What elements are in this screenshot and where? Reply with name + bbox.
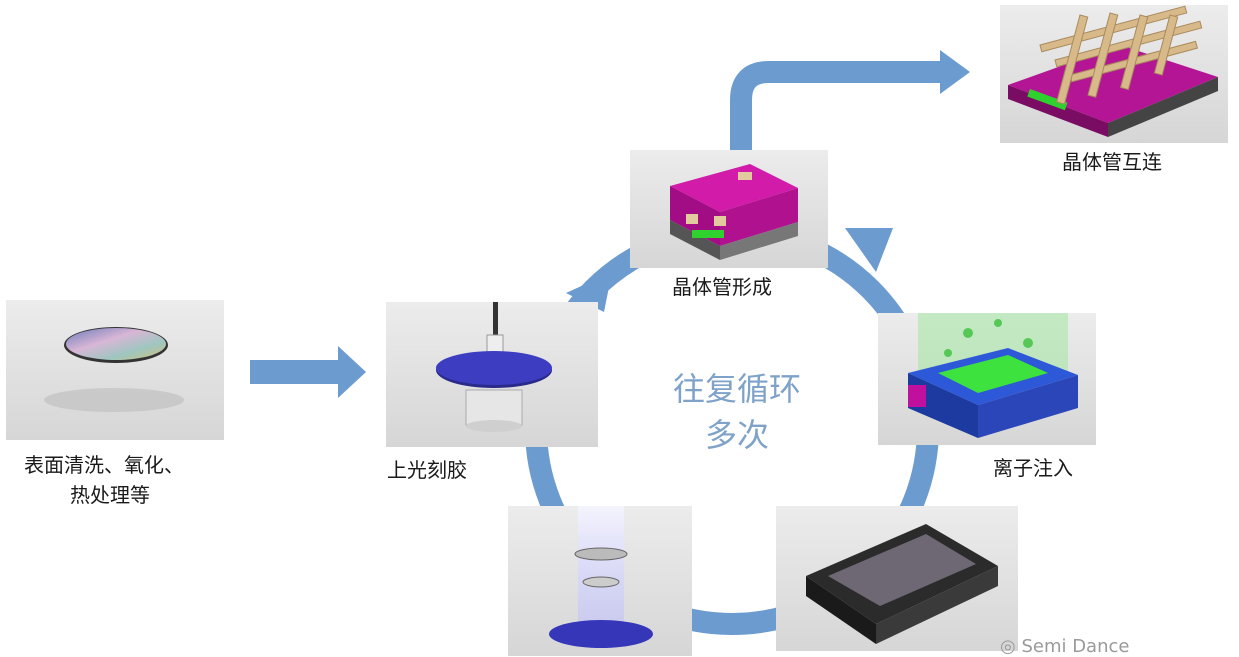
wafer-illustration [44,327,184,412]
watermark-text: Semi Dance [1021,636,1130,657]
label-implant: 离子注入 [993,456,1073,480]
label-transistor: 晶体管形成 [672,275,772,299]
exposure-illustration [549,506,653,648]
interconnect-illustration [1008,5,1218,137]
step-interconnect-image [1000,5,1228,143]
arrow-wafer-to-resist-head [338,346,366,398]
ion-implant-illustration [908,313,1078,438]
cycle-arrowhead-left [566,272,612,312]
label-clean-line2: 热处理等 [70,483,150,507]
step-transistor-image [630,150,828,268]
arrow-wafer-to-resist-shaft [250,360,340,384]
label-clean-line1: 表面清洗、氧化、 [24,453,184,477]
label-photoresist: 上光刻胶 [387,458,467,482]
spin-coater-illustration [436,302,552,432]
cycle-text-line1: 往复循环 [672,370,801,408]
step-photoresist-image [386,302,598,447]
arrow-to-interconnect-head [940,50,970,94]
step-clean-image [6,300,224,440]
label-interconnect: 晶体管互连 [1062,150,1162,174]
transistor-illustration [670,164,798,260]
step-exposure-image [508,506,692,656]
cycle-arrowhead-right [845,228,893,272]
wechat-icon: ◎ [1000,636,1022,657]
watermark: ◎ Semi Dance [1000,636,1129,657]
step-etch-image [776,506,1018,651]
step-implant-image [878,313,1096,445]
etch-illustration [806,524,998,644]
arrow-to-interconnect [730,61,945,150]
cycle-text-line2: 多次 [704,416,769,454]
